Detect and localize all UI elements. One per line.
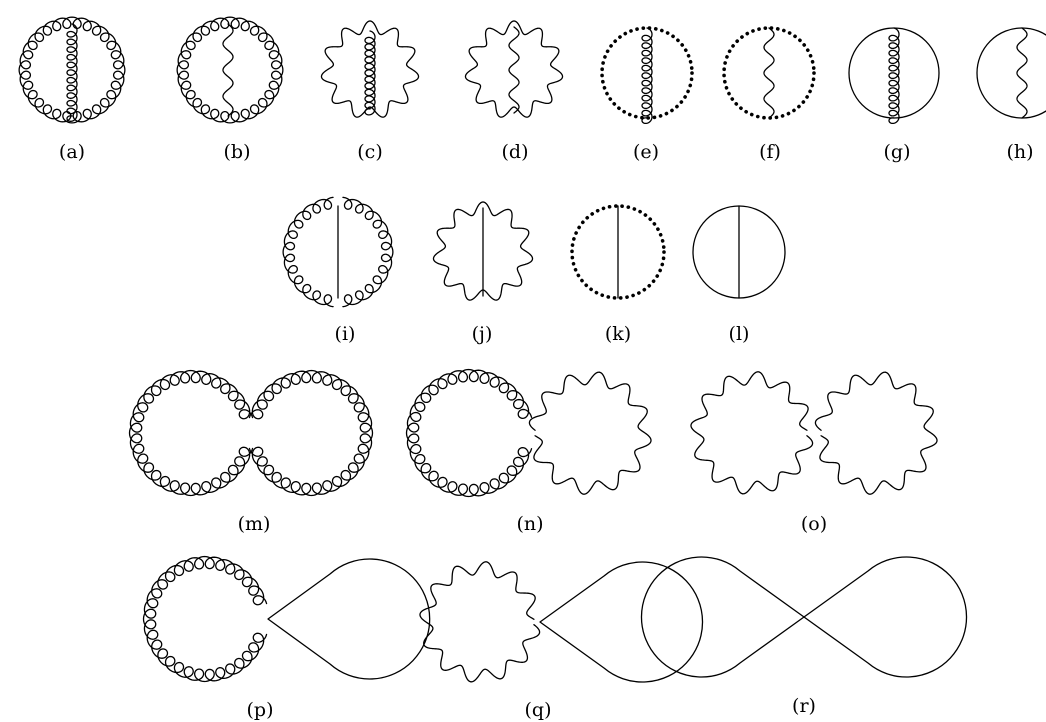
gluon-line <box>66 23 78 122</box>
photon-line <box>508 26 520 114</box>
photon-line <box>320 20 420 118</box>
label-d: (d) <box>502 141 529 163</box>
gluon-line <box>18 16 126 124</box>
label-k: (k) <box>605 323 631 345</box>
label-g: (g) <box>884 141 911 163</box>
gluon-line <box>888 27 900 125</box>
ghost-loop <box>570 204 666 300</box>
gluon-line <box>342 196 394 308</box>
gluon-line <box>248 369 374 497</box>
diagram-r <box>640 556 968 678</box>
label-n: (n) <box>516 513 543 535</box>
label-m: (m) <box>238 513 271 535</box>
diagram-d <box>464 20 564 118</box>
diagram-g <box>848 27 940 125</box>
diagram-k <box>570 204 666 300</box>
label-i: (i) <box>335 323 356 345</box>
label-c: (c) <box>357 141 382 163</box>
photon-line <box>1016 27 1028 119</box>
diagram-c <box>320 20 420 118</box>
diagram-p <box>142 555 431 683</box>
diagram-e <box>600 26 694 125</box>
label-a: (a) <box>59 141 85 163</box>
photon-line <box>763 27 775 119</box>
diagram-l <box>692 205 786 299</box>
label-f: (f) <box>759 141 781 163</box>
gluon-line <box>641 27 653 125</box>
label-q: (q) <box>525 699 552 721</box>
photon-line <box>419 561 541 683</box>
label-p: (p) <box>247 699 274 721</box>
photon-line <box>528 371 652 495</box>
scalar-loop <box>976 27 1046 119</box>
diagram-n <box>405 368 652 498</box>
diagram-j <box>432 201 534 301</box>
gluon-line <box>176 16 284 124</box>
diagram-h <box>976 27 1046 119</box>
diagram-f <box>722 26 816 120</box>
scalar-loop <box>267 558 431 680</box>
label-b: (b) <box>224 141 251 163</box>
diagram-i <box>282 196 394 308</box>
diagram-q <box>419 561 704 683</box>
diagram-b <box>176 16 284 124</box>
gluon-line <box>364 30 376 116</box>
photon-line <box>814 371 938 495</box>
gluon-line <box>405 368 533 498</box>
photon-line <box>464 20 564 118</box>
gluon-line <box>142 555 268 683</box>
gluon-line <box>282 196 334 308</box>
label-h: (h) <box>1006 141 1033 163</box>
label-e: (e) <box>633 141 659 163</box>
gluon-line <box>128 369 254 497</box>
scalar-loop <box>803 556 968 678</box>
photon-line <box>222 23 234 117</box>
diagram-o <box>690 371 938 495</box>
label-l: (l) <box>729 323 750 345</box>
diagram-a <box>18 16 126 124</box>
label-r: (r) <box>792 695 816 717</box>
photon-line <box>432 201 534 301</box>
scalar-loop <box>539 561 704 683</box>
label-j: (j) <box>472 323 493 345</box>
scalar-loop <box>640 556 805 678</box>
diagram-m <box>128 369 374 497</box>
label-o: (o) <box>801 513 827 535</box>
photon-line <box>690 371 814 495</box>
